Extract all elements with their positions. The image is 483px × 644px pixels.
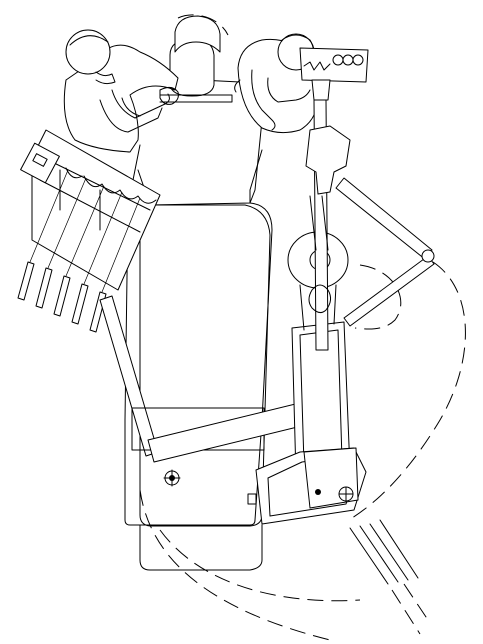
handpiece-1 [17,261,35,301]
delivery-tray [31,129,161,291]
control-panel-screen [32,153,48,167]
column-neck [299,284,337,331]
assistant-column [247,99,367,525]
holder-slot-3-icon [352,54,364,66]
delivery-arm [99,295,159,457]
floor-mount-cross [163,469,181,487]
dentist-cap [69,35,109,46]
assistant-shoulder [234,79,241,93]
top-dashed-arc [177,14,229,36]
swing-arc-small [354,264,402,330]
assistant-arm-upper [335,177,433,261]
handpiece-4 [71,283,89,325]
chair-seat [139,204,271,527]
chair-footrest [139,524,263,571]
dentist-hands [159,86,179,105]
dentist-sleeve [121,97,141,117]
dentist-arm-right [111,89,170,119]
patient-chair [124,77,273,571]
swing-arc-outer [351,261,466,519]
assistant-tray-bracket [305,125,351,195]
control-panel-icon [20,142,60,184]
dentist-figure [63,29,179,153]
dentist-face [95,71,116,85]
headrest-bar [159,94,233,103]
instrument-delivery-unit [17,129,161,457]
floor-plate-tab [247,493,257,505]
delivery-tray-inner [39,159,151,233]
swing-arc-floor-2 [159,529,361,602]
patient-head [159,15,233,103]
hose-line-2 [359,525,399,583]
hose-line-dashed-1 [391,589,421,635]
dentist-head [65,29,111,75]
handpiece-holders [65,167,157,204]
hose-line-dashed-2 [403,583,429,621]
assistant-tray-rods [309,195,329,251]
assistant-arm-joint [421,249,435,263]
floor-plate-box [303,447,359,509]
swing-arcs [139,14,466,641]
handpiece-3 [53,275,71,317]
handpiece-2 [35,267,53,309]
chair-outline [124,144,273,526]
handpiece-cords [29,169,141,293]
assistant-instrument-holder [299,47,369,101]
assistant-arm-lower [343,255,435,327]
column-links [308,284,332,314]
holder-notches [303,61,331,71]
column-bolt-cross [338,486,354,502]
assistant-arm-right [267,77,311,103]
hose-lines [349,519,429,635]
assistant-arm-left [251,69,276,131]
dentist-arm-left [99,99,163,133]
column-bolt-icon [315,489,321,495]
assistant-arm [305,125,435,327]
floor-mount-ring [164,470,180,486]
hose-line-4 [379,519,419,579]
holder-stem [311,79,331,101]
hose-line-1 [349,527,389,585]
hose-line-3 [369,523,409,581]
headrest-right [174,15,221,53]
chair-back [124,77,263,206]
swing-arc-floor [139,489,331,641]
